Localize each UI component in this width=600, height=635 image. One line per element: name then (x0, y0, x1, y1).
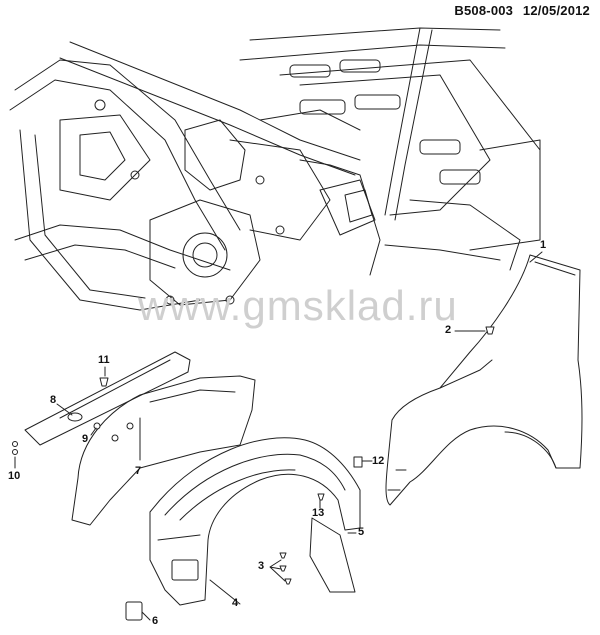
callout-6: 6 (152, 615, 159, 627)
callout-2: 2 (445, 324, 452, 336)
fastener-9 (93, 422, 101, 430)
fastener-3a (279, 552, 287, 559)
fastener-13 (317, 493, 325, 501)
watermark: www.gmsklad.ru (138, 282, 458, 329)
fasteners (12, 326, 495, 585)
callout-1: 1 (540, 239, 547, 251)
part-1-front-fender (385, 254, 583, 506)
callout-9: 9 (82, 433, 89, 445)
fastener-3c (284, 578, 292, 585)
part-4-wheel-liner (149, 437, 361, 606)
fastener-11 (99, 377, 109, 387)
part-8-brace (24, 351, 191, 446)
diagram-date: 12/05/2012 (522, 3, 590, 18)
callout-12: 12 (372, 455, 385, 467)
diagram-code: B508-003 (454, 3, 514, 18)
fastener-12 (353, 456, 363, 468)
callout-3: 3 (258, 560, 265, 572)
part-6-bracket (125, 601, 143, 621)
callout-4: 4 (232, 597, 239, 609)
part-7-splash-shield (71, 375, 256, 526)
fastener-10b (12, 449, 18, 455)
callout-10: 10 (8, 470, 21, 482)
fastener-10a (12, 441, 18, 447)
part-5-mud-flap (309, 517, 356, 593)
callout-5: 5 (358, 526, 365, 538)
body-frame (9, 27, 541, 311)
diagram-header: B508-003 12/05/2012 (454, 3, 590, 18)
callout-11: 11 (98, 354, 110, 366)
callout-13: 13 (312, 507, 325, 519)
leader-lines (14, 251, 543, 621)
fastener-2 (485, 326, 495, 335)
callout-8: 8 (50, 394, 57, 406)
callout-7: 7 (135, 465, 142, 477)
